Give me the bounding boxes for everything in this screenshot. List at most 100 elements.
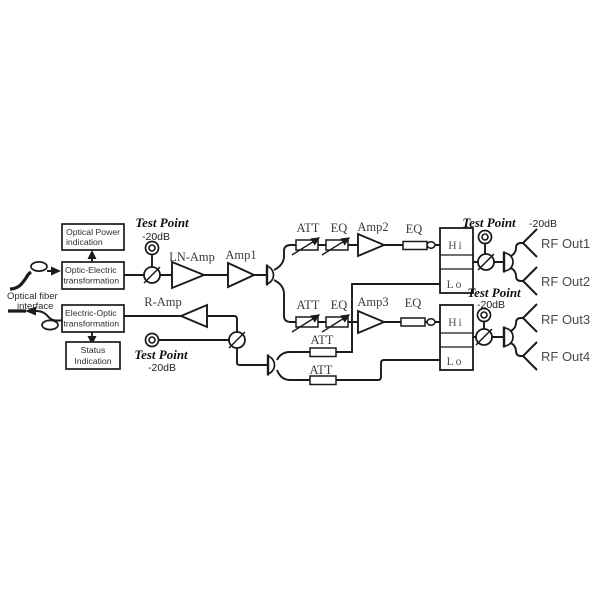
diplexer2-hi-label: Hi [448, 317, 464, 329]
plug-diplexer1-hi [426, 241, 436, 249]
tp-return-loss: -20dB [148, 362, 176, 374]
rf-out2-label: RF Out2 [541, 274, 590, 289]
att-return-upper-label: ATT [311, 333, 334, 347]
status-line1: Status [81, 345, 106, 355]
wire-rfout4 [510, 342, 524, 357]
amp2-triangle [357, 232, 387, 258]
diplexer1-box: Hi Lo [439, 227, 474, 294]
block-optical-power-indication: Optical Power indication [61, 223, 125, 251]
att-return-lower-box [309, 375, 337, 386]
plug-diplexer2-hi [426, 318, 436, 326]
fiber-out-coil [41, 319, 59, 331]
optic-electric-line1: Optic-Electric [65, 265, 117, 275]
att-top-label: ATT [297, 221, 320, 235]
ln-amp-label: LN-Amp [169, 250, 215, 264]
rf-out3-label: RF Out3 [541, 312, 590, 327]
status-line2: Indication [74, 356, 111, 366]
rf-out2-connector-icon [521, 266, 538, 296]
tap-return [228, 331, 246, 349]
test-point-bank1: Test Point -20dB [462, 215, 557, 245]
r-amp-triangle [178, 303, 208, 329]
fiber-out-arrow [25, 306, 36, 316]
tap-input [143, 266, 161, 284]
electric-optic-line1: Electric-Optic [65, 308, 117, 318]
rf-out4-label: RF Out4 [541, 349, 590, 364]
tp-bank2-loss: -20dB [477, 299, 505, 311]
fiber-in-arrow [51, 266, 61, 276]
arrow-up-to-power-indication [87, 250, 97, 259]
fiber-out-lead [35, 310, 62, 322]
return-combiner [266, 354, 276, 376]
wire-tap-to-ramp [207, 315, 238, 332]
wire-split-top-branch [273, 244, 358, 271]
electric-optic-line2: transformation [64, 319, 120, 329]
amp3-label: Amp3 [357, 295, 388, 309]
wire-rfout3 [510, 317, 524, 332]
block-optic-electric: Optic-Electric transformation [61, 261, 125, 290]
optical-power-line2: indication [66, 237, 103, 247]
eq-amp3-box [400, 317, 426, 327]
att-bottom-label: ATT [297, 298, 320, 312]
wire-return-lower [276, 359, 440, 381]
tp-return-title: Test Point [134, 347, 188, 362]
att-top-adjust-arrow [291, 237, 321, 256]
amp1-label: Amp1 [225, 248, 256, 262]
eq-bottom-adjust-arrow [321, 314, 351, 333]
splitter-main [265, 264, 275, 286]
amplifiers [171, 232, 387, 335]
wire-split-bottom-branch [273, 279, 358, 323]
eq-amp3-label: EQ [405, 296, 422, 310]
block-electric-optic: Electric-Optic transformation [61, 304, 125, 333]
test-point-return: Test Point -20dB [134, 332, 188, 374]
tp-input-title: Test Point [135, 215, 189, 230]
rf-out1-label: RF Out1 [541, 236, 590, 251]
att-return-upper-box [309, 347, 337, 358]
diplexer1-lo-label: Lo [447, 279, 464, 291]
ln-amp-triangle [171, 260, 207, 290]
test-point-taps [143, 253, 495, 349]
tp-bank2-title: Test Point [467, 285, 521, 300]
eq-bottom-label: EQ [331, 298, 348, 312]
arrow-down-to-status [87, 336, 97, 345]
splitter-bank2 [502, 326, 514, 348]
amp3-triangle [357, 309, 387, 335]
test-point-input: Test Point -20dB [135, 215, 189, 256]
tp-input-loss: -20dB [142, 231, 170, 243]
fiber-label-line2: interface [17, 301, 53, 312]
splitters [265, 251, 514, 376]
amp2-label: Amp2 [357, 220, 388, 234]
optical-power-line1: Optical Power [66, 227, 120, 237]
wire-combiner-to-tap [236, 348, 267, 366]
eq-amp2-box [402, 240, 428, 251]
rf-out1-connector-icon [521, 228, 538, 258]
tap-bank1 [477, 253, 495, 271]
r-amp-label: R-Amp [144, 295, 182, 309]
test-point-bank2: Test Point -20dB [467, 285, 521, 323]
tp-bank1-loss: -20dB [529, 218, 557, 230]
eq-top-adjust-arrow [321, 237, 351, 256]
fiber-label-line1: Optical fiber [7, 291, 58, 302]
rf-out3-connector-icon [521, 303, 538, 333]
fiber-interface: Optical fiber interface [7, 261, 62, 331]
amp1-triangle [227, 261, 257, 289]
att-bottom-adjust-arrow [291, 314, 321, 333]
fiber-in-cable [9, 270, 32, 291]
diplexer1-hi-label: Hi [448, 240, 464, 252]
att-return-lower-label: ATT [310, 363, 333, 377]
diplexer2-lo-label: Lo [447, 356, 464, 368]
block-status-indication: Status Indication [65, 341, 121, 370]
wire-rfout2 [510, 267, 524, 282]
variable-pads: ATT EQ ATT EQ [291, 221, 351, 333]
wire-return-upper [276, 283, 440, 361]
tp-bank1-title: Test Point [462, 215, 516, 230]
diplexer2-box: Hi Lo [439, 304, 474, 371]
eq-top-label: EQ [331, 221, 348, 235]
eq-amp2-label: EQ [406, 222, 423, 236]
rf-output-forks [521, 228, 538, 371]
rf-out4-connector-icon [521, 341, 538, 371]
splitter-bank1 [502, 251, 514, 273]
fiber-in-coil [30, 261, 48, 272]
optic-electric-line2: transformation [64, 276, 120, 286]
